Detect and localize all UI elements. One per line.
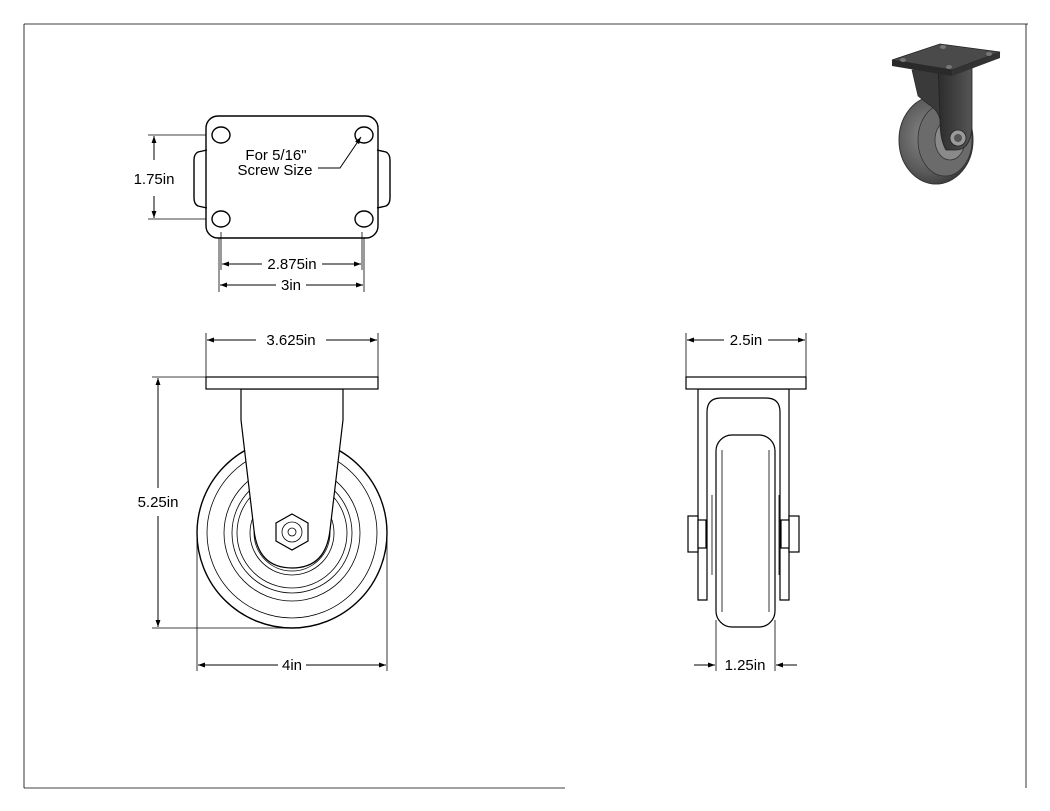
fork-side	[697, 388, 790, 601]
sheet-border	[23, 23, 1028, 789]
dim-wheel-width: 1.25in	[725, 657, 766, 674]
dim-plate-length: 3.625in	[266, 332, 315, 349]
dim-plate-width-side: 2.5in	[730, 332, 763, 349]
mounting-hole	[354, 210, 374, 228]
front-view: 3.625in 5.25in 4in	[138, 332, 388, 674]
wheel-side	[715, 434, 776, 628]
caster-iso-render	[891, 43, 1001, 185]
dim-overall-height: 5.25in	[138, 494, 179, 511]
screw-note-line1: For 5/16"	[245, 147, 306, 164]
mounting-plate	[205, 115, 379, 239]
screw-note-leader	[318, 136, 362, 169]
axle-nut	[275, 513, 309, 551]
axle-nut-left	[687, 515, 699, 553]
axle-nut-right	[788, 515, 800, 553]
side-view: 2.5in 1.25in	[685, 332, 807, 674]
dim-plate-width-top: 3in	[281, 277, 301, 294]
dim-wheel-diameter: 4in	[282, 657, 302, 674]
mounting-hole	[211, 126, 231, 144]
screw-note-line2: Screw Size	[237, 162, 312, 179]
mounting-hole	[354, 126, 374, 144]
dim-hole-spacing-vertical: 1.75in	[134, 171, 175, 188]
top-view: For 5/16" Screw Size 1.75in 2.875in 3in	[134, 115, 391, 294]
dim-hole-spacing-horizontal: 2.875in	[267, 256, 316, 273]
mounting-hole	[211, 210, 231, 228]
fork	[240, 388, 344, 569]
top-plate-front	[205, 376, 379, 390]
top-plate-side	[685, 376, 807, 390]
